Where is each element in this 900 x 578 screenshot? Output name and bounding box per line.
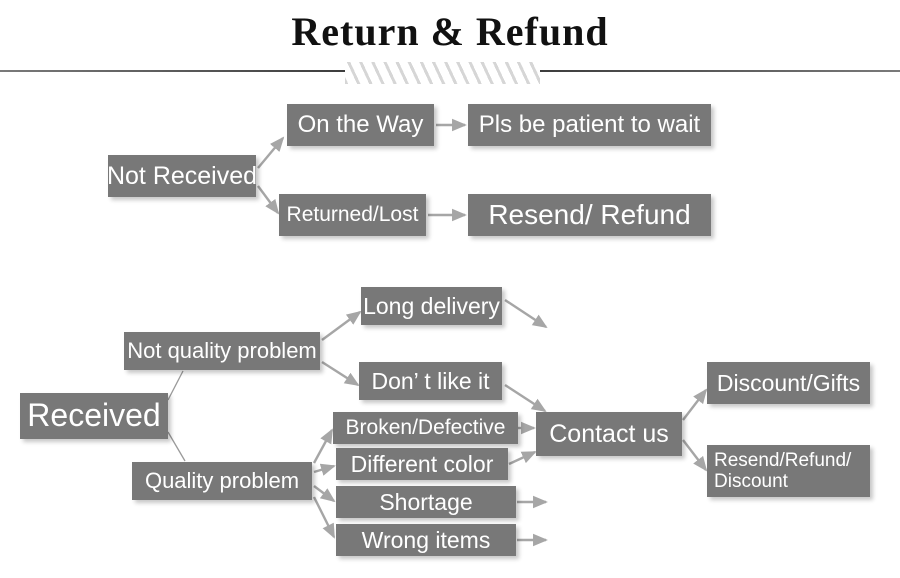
node-resend-refund: Resend/ Refund xyxy=(468,194,711,236)
node-label: Don’ t like it xyxy=(371,367,490,394)
node-label: Shortage xyxy=(379,488,473,515)
node-label: Not Received xyxy=(106,161,258,190)
edge-quality-to-broken-defective xyxy=(312,428,334,464)
node-label: Contact us xyxy=(549,419,669,448)
node-label: Quality problem xyxy=(144,468,300,494)
node-quality-problem: Quality problem xyxy=(132,462,312,500)
edge-received-to-not-quality-problem xyxy=(167,370,184,401)
edge-received-to-quality-problem xyxy=(167,431,186,462)
edge-not-received-to-returned-lost xyxy=(257,185,280,215)
node-returned-lost: Returned/Lost xyxy=(279,194,426,236)
node-resend-refund-discount: Resend/Refund/Discount xyxy=(707,445,870,497)
node-on-the-way: On the Way xyxy=(287,104,434,146)
node-received: Received xyxy=(20,393,168,439)
page-title: Return & Refund xyxy=(291,9,609,54)
node-pls-be-patient: Pls be patient to wait xyxy=(468,104,711,146)
node-dont-like-it: Don’ t like it xyxy=(359,362,502,400)
node-label: On the Way xyxy=(297,111,424,139)
node-shortage: Shortage xyxy=(336,486,516,518)
edge-long-delivery-to-contact-us xyxy=(504,298,548,329)
edge-quality-to-shortage xyxy=(313,485,336,503)
node-broken-defective: Broken/Defective xyxy=(333,412,518,444)
node-label: Resend/Refund/Discount xyxy=(714,449,852,492)
node-label: Resend/ Refund xyxy=(488,199,691,231)
node-not-quality-problem: Not quality problem xyxy=(124,332,320,370)
node-contact-us: Contact us xyxy=(536,412,682,456)
node-label: Broken/Defective xyxy=(345,415,506,439)
edge-not-quality-to-dont-like-it xyxy=(321,360,360,387)
node-label: Received xyxy=(27,397,161,434)
node-label: Pls be patient to wait xyxy=(478,111,701,139)
edge-different-color-to-contact-us xyxy=(508,450,537,466)
edge-not-received-to-on-the-way xyxy=(257,136,285,169)
node-label: Not quality problem xyxy=(127,338,317,364)
edge-not-quality-to-long-delivery xyxy=(321,310,362,341)
edge-contact-us-to-discount-gifts xyxy=(682,388,708,421)
node-label: Long delivery xyxy=(363,292,500,319)
edge-quality-to-different-color xyxy=(313,463,336,476)
divider-rule-left xyxy=(0,70,345,72)
node-not-received: Not Received xyxy=(106,155,258,197)
node-long-delivery: Long delivery xyxy=(361,287,502,325)
node-label: Discount/Gifts xyxy=(716,369,861,396)
node-wrong-items: Wrong items xyxy=(336,524,516,556)
node-discount-gifts: Discount/Gifts xyxy=(707,362,870,404)
divider-rule-right xyxy=(540,70,900,72)
edge-contact-us-to-resend-refund-discount xyxy=(682,439,708,472)
node-label: Wrong items xyxy=(361,526,491,553)
title-divider xyxy=(0,62,900,84)
edge-dont-like-it-to-contact-us xyxy=(504,383,547,413)
node-label: Returned/Lost xyxy=(286,202,419,226)
edge-quality-to-wrong-items xyxy=(312,496,336,539)
node-different-color: Different color xyxy=(336,448,508,480)
diagonal-hatch-icon xyxy=(345,62,540,84)
node-label: Different color xyxy=(350,450,494,477)
